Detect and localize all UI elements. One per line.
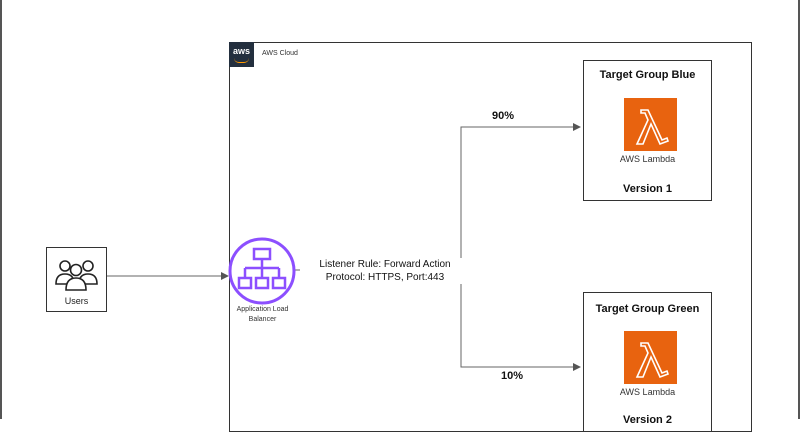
listener-rule-label: Listener Rule: Forward Action Protocol: … [300,258,470,284]
left-frame-edge [0,0,2,419]
aws-cloud-label: AWS Cloud [262,50,298,57]
aws-logo-icon: aws [229,42,254,67]
users-label: Users [64,296,89,306]
version-label: Version 1 [623,183,672,195]
users-icon [55,260,98,291]
users-node[interactable] [46,247,107,312]
target-group-green-title: Target Group Green [595,303,700,315]
target-group-blue[interactable]: Target Group Blue AWS Lambda Version 1 [583,60,712,201]
version-label: Version 2 [623,414,672,426]
lambda-icon [624,98,677,151]
green-weight-label: 10% [501,370,524,382]
lambda-label: AWS Lambda [619,387,676,397]
blue-weight-label: 90% [492,110,515,122]
application-load-balancer-icon[interactable] [227,236,297,306]
target-group-green[interactable]: Target Group Green AWS Lambda Version 2 [583,292,712,432]
target-group-blue-title: Target Group Blue [599,69,696,81]
route-blue-arrow [460,123,581,270]
alb-label: Application Load Balancer [236,306,289,323]
lambda-label: AWS Lambda [619,154,676,164]
route-green-arrow [460,270,581,371]
right-frame-edge [798,0,800,419]
lambda-icon [624,331,677,384]
